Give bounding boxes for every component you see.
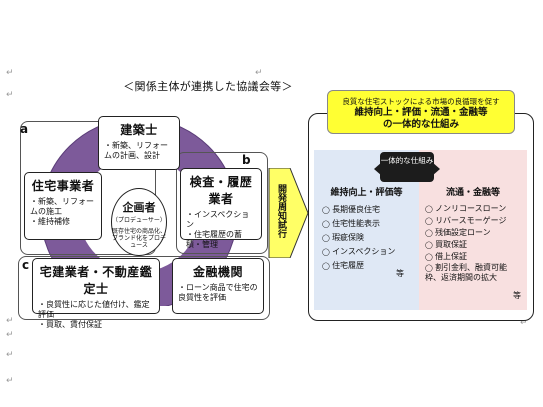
finance-column-item: 割引金利、融資可能枠、返済期間の拡大 xyxy=(425,263,509,283)
finance-column-item: ノンリコースローン xyxy=(425,203,527,215)
group-a-outline xyxy=(20,121,156,255)
finance-column-etc: 等 xyxy=(513,291,521,300)
group-c-label: c xyxy=(22,258,30,272)
paragraph-mark: ↵ xyxy=(6,376,14,386)
goal-line2: 維持向上・評価・流通・金融等 xyxy=(354,107,488,118)
inspector-item: インスペクション xyxy=(186,210,256,230)
builder-title: 住宅事業者 xyxy=(31,179,95,193)
planner-circle: 企画者 （プロデューサー） 既存住宅の商品化、ブランド化をプロデュース xyxy=(111,188,167,256)
group-b-label: b xyxy=(242,153,251,167)
maintenance-item: 長期優良住宅 xyxy=(322,203,419,217)
maintenance-title: 維持向上・評価等 xyxy=(330,188,403,198)
finance-column-item: 借上保証 xyxy=(425,251,527,263)
finance-column-item: 買取保証 xyxy=(425,239,527,251)
realestate-item: 買取、賃付保証 xyxy=(38,320,154,330)
paragraph-mark: ↵ xyxy=(6,350,14,360)
paragraph-mark: ↵ xyxy=(520,318,528,328)
progress-arrow-icon xyxy=(268,168,309,258)
architect-item: 新築、リフォームの計画、設計 xyxy=(104,141,174,161)
planner-subtitle: （プロデューサー） xyxy=(112,217,166,224)
finance-title: 金融機関 xyxy=(192,265,243,279)
architect-box: 建築士 新築、リフォームの計画、設計 xyxy=(98,116,180,170)
planner-description: 既存住宅の商品化、ブランド化をプロデュース xyxy=(112,228,167,249)
inspector-title: 検査・履歴業者 xyxy=(189,175,253,206)
maintenance-item: インスペクション xyxy=(322,245,419,259)
inspector-item: 住宅履歴の蓄積・管理 xyxy=(186,230,256,250)
paragraph-mark: ↵ xyxy=(6,316,14,326)
goal-line3: の一体的な仕組み xyxy=(382,119,459,130)
finance-box: 金融機関 ローン商品で住宅の良質性を評価 xyxy=(172,258,264,314)
realestate-title: 宅建業者・不動産鑑定士 xyxy=(39,265,153,296)
arrow-label: 開発周知試行 xyxy=(276,184,286,238)
maintenance-etc: 等 xyxy=(396,269,404,278)
architect-title: 建築士 xyxy=(120,123,158,137)
paragraph-mark: ↵ xyxy=(255,68,263,78)
diagram-title: ＜関係主体が連携した協議会等＞ xyxy=(123,80,293,93)
realestate-box: 宅建業者・不動産鑑定士 良質性に応じた値付け、鑑定評価 買取、賃付保証 xyxy=(32,258,160,329)
realestate-item: 良質性に応じた値付け、鑑定評価 xyxy=(38,300,154,320)
group-a-label: a xyxy=(20,122,29,136)
maintenance-item: 住宅性能表示 xyxy=(322,217,419,231)
paragraph-mark: ↵ xyxy=(6,330,14,340)
maintenance-item: 瑕疵保険 xyxy=(322,231,419,245)
finance-column-item: 残価設定ローン xyxy=(425,227,527,239)
maintenance-item: 住宅履歴 xyxy=(322,259,419,273)
finance-item: ローン商品で住宅の良質性を評価 xyxy=(178,283,258,303)
planner-title: 企画者 xyxy=(122,201,156,214)
inspector-box: 検査・履歴業者 インスペクション 住宅履歴の蓄積・管理 xyxy=(180,168,262,249)
goal-box: 良質な住宅ストックによる市場の良循環を促す 維持向上・評価・流通・金融等 の一体… xyxy=(327,90,515,134)
finance-column-item: リバースモーゲージ xyxy=(425,215,527,227)
paragraph-mark: ↵ xyxy=(6,90,14,100)
unified-badge: 一体的な仕組み xyxy=(380,152,434,182)
builder-box: 住宅事業者 新築、リフォームの施工 維持補修 xyxy=(24,172,102,240)
finance-column-title: 流通・金融等 xyxy=(445,188,500,198)
goal-line1: 良質な住宅ストックによる市場の良循環を促す xyxy=(342,97,500,106)
paragraph-mark: ↵ xyxy=(6,68,14,78)
group-b-outline xyxy=(176,152,268,254)
builder-item: 維持補修 xyxy=(30,217,96,227)
finance-column: 流通・金融等 ノンリコースローン リバースモーゲージ 残価設定ローン 買取保証 … xyxy=(419,150,527,310)
builder-item: 新築、リフォームの施工 xyxy=(30,197,96,217)
